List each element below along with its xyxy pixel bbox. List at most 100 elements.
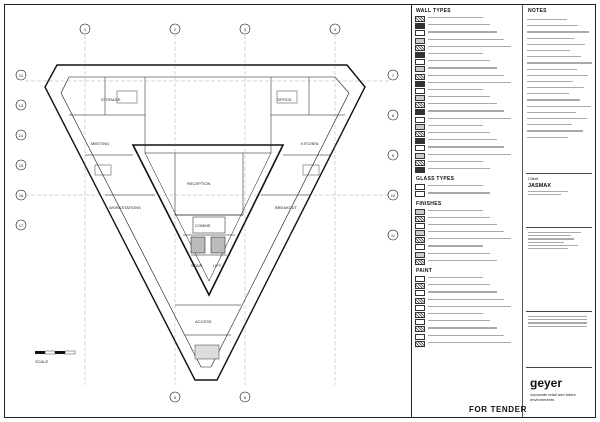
legend-row	[415, 15, 522, 22]
legend-swatch	[415, 95, 425, 102]
legend-row	[415, 94, 522, 102]
legend-row	[415, 80, 522, 87]
legend-swatch	[415, 276, 425, 282]
room-label: COMMS	[195, 223, 211, 228]
legend-swatch	[415, 138, 425, 145]
room-label: LIFT	[213, 263, 222, 268]
legend-swatch	[415, 297, 425, 304]
wall-types-title: WALL TYPES	[416, 8, 451, 14]
grid-label: 10	[391, 193, 396, 198]
core-outline	[131, 144, 285, 297]
legend-swatch	[415, 237, 425, 244]
legend-row	[415, 215, 522, 222]
grid-label: 17	[19, 223, 24, 228]
legend-swatch	[415, 73, 425, 80]
client-label: Client	[528, 176, 539, 181]
company-tagline: corporate retail and future environments	[530, 392, 576, 402]
note-line	[527, 56, 581, 58]
legend-row	[415, 243, 522, 251]
note-line	[527, 62, 592, 64]
grid-label: 7	[392, 73, 395, 78]
tender-stamp: FOR TENDER	[469, 405, 527, 414]
legend-swatch	[415, 16, 425, 22]
legend-swatch	[415, 230, 425, 237]
building-outline	[44, 64, 366, 381]
logo-block: geyer corporate retail and future enviro…	[526, 367, 592, 416]
legend-row	[415, 208, 522, 215]
note-line	[527, 111, 576, 113]
legend-swatch	[415, 191, 425, 198]
room-label: WORKSTATIONS	[109, 205, 141, 210]
legend-row	[415, 251, 522, 258]
grid-label: 12	[19, 73, 24, 78]
legend-swatch	[415, 116, 425, 123]
grid-label: 11	[391, 233, 396, 238]
legend-row	[415, 159, 522, 166]
legend-row	[415, 325, 522, 333]
finishes-title: FINISHES	[416, 200, 442, 207]
room-label: STAIR	[191, 263, 203, 268]
legend-row	[415, 297, 522, 304]
legend-row	[415, 29, 522, 37]
notes-column: NOTES Client JASMAX	[524, 5, 594, 417]
room-label: STORAGE	[101, 97, 121, 102]
glass-types-title: GLASS TYPES	[416, 176, 455, 183]
note-line	[527, 118, 587, 120]
legend-row	[415, 282, 522, 290]
note-line	[527, 37, 574, 39]
grid-label: 13	[19, 103, 24, 108]
legend-row	[415, 116, 522, 123]
revision-block	[526, 311, 592, 364]
grid-label: 6	[244, 395, 247, 400]
legend-row	[415, 222, 522, 229]
legend-row	[415, 318, 522, 326]
legend-row	[415, 144, 522, 152]
note-line	[527, 74, 588, 76]
floor-plan: 1 2 3 4 12 13 14 15 16 17 7 8 9 10 11 5 …	[5, 5, 409, 417]
room-label: KITCHEN	[301, 141, 319, 146]
note-line	[527, 99, 580, 101]
legend-swatch	[415, 44, 425, 51]
legend-swatch	[415, 51, 425, 58]
legend: WALL TYPES GLASS TYPES FINISHES PAINT	[412, 5, 523, 417]
note-line	[527, 43, 585, 45]
legend-swatch	[415, 283, 425, 290]
legend-row	[415, 137, 522, 145]
legend-row	[415, 108, 522, 116]
legend-row	[415, 44, 522, 51]
legend-row	[415, 229, 522, 237]
legend-row	[415, 87, 522, 94]
legend-swatch	[415, 340, 425, 347]
legend-row	[415, 130, 522, 137]
legend-swatch	[415, 208, 425, 215]
note-line	[527, 80, 573, 83]
legend-row	[415, 289, 522, 297]
legend-swatch	[415, 326, 425, 333]
legend-row	[415, 333, 522, 340]
note-line	[527, 19, 567, 21]
legend-swatch	[415, 87, 425, 94]
legend-swatch	[415, 333, 425, 340]
legend-row	[415, 58, 522, 66]
grid-label: 8	[392, 113, 395, 118]
legend-swatch	[415, 152, 425, 159]
scale-label: SCALE	[35, 359, 48, 364]
note-line	[527, 130, 583, 132]
client-block: Client JASMAX	[526, 173, 592, 224]
grid-label: 5	[174, 395, 177, 400]
note-line	[527, 136, 568, 138]
legend-swatch	[415, 131, 425, 137]
legend-swatch	[415, 166, 425, 173]
legend-swatch	[415, 59, 425, 66]
legend-row	[415, 65, 522, 73]
legend-swatch	[415, 102, 425, 109]
floor-plan-svg: 1 2 3 4 12 13 14 15 16 17 7 8 9 10 11 5 …	[15, 23, 399, 403]
grid-label: 4	[334, 27, 337, 32]
legend-row	[415, 152, 522, 159]
paint-title: PAINT	[416, 268, 433, 274]
legend-swatch	[415, 109, 425, 116]
grid-label: 14	[19, 133, 24, 138]
legend-swatch	[415, 304, 425, 311]
note-line	[527, 49, 570, 52]
legend-row	[415, 37, 522, 44]
